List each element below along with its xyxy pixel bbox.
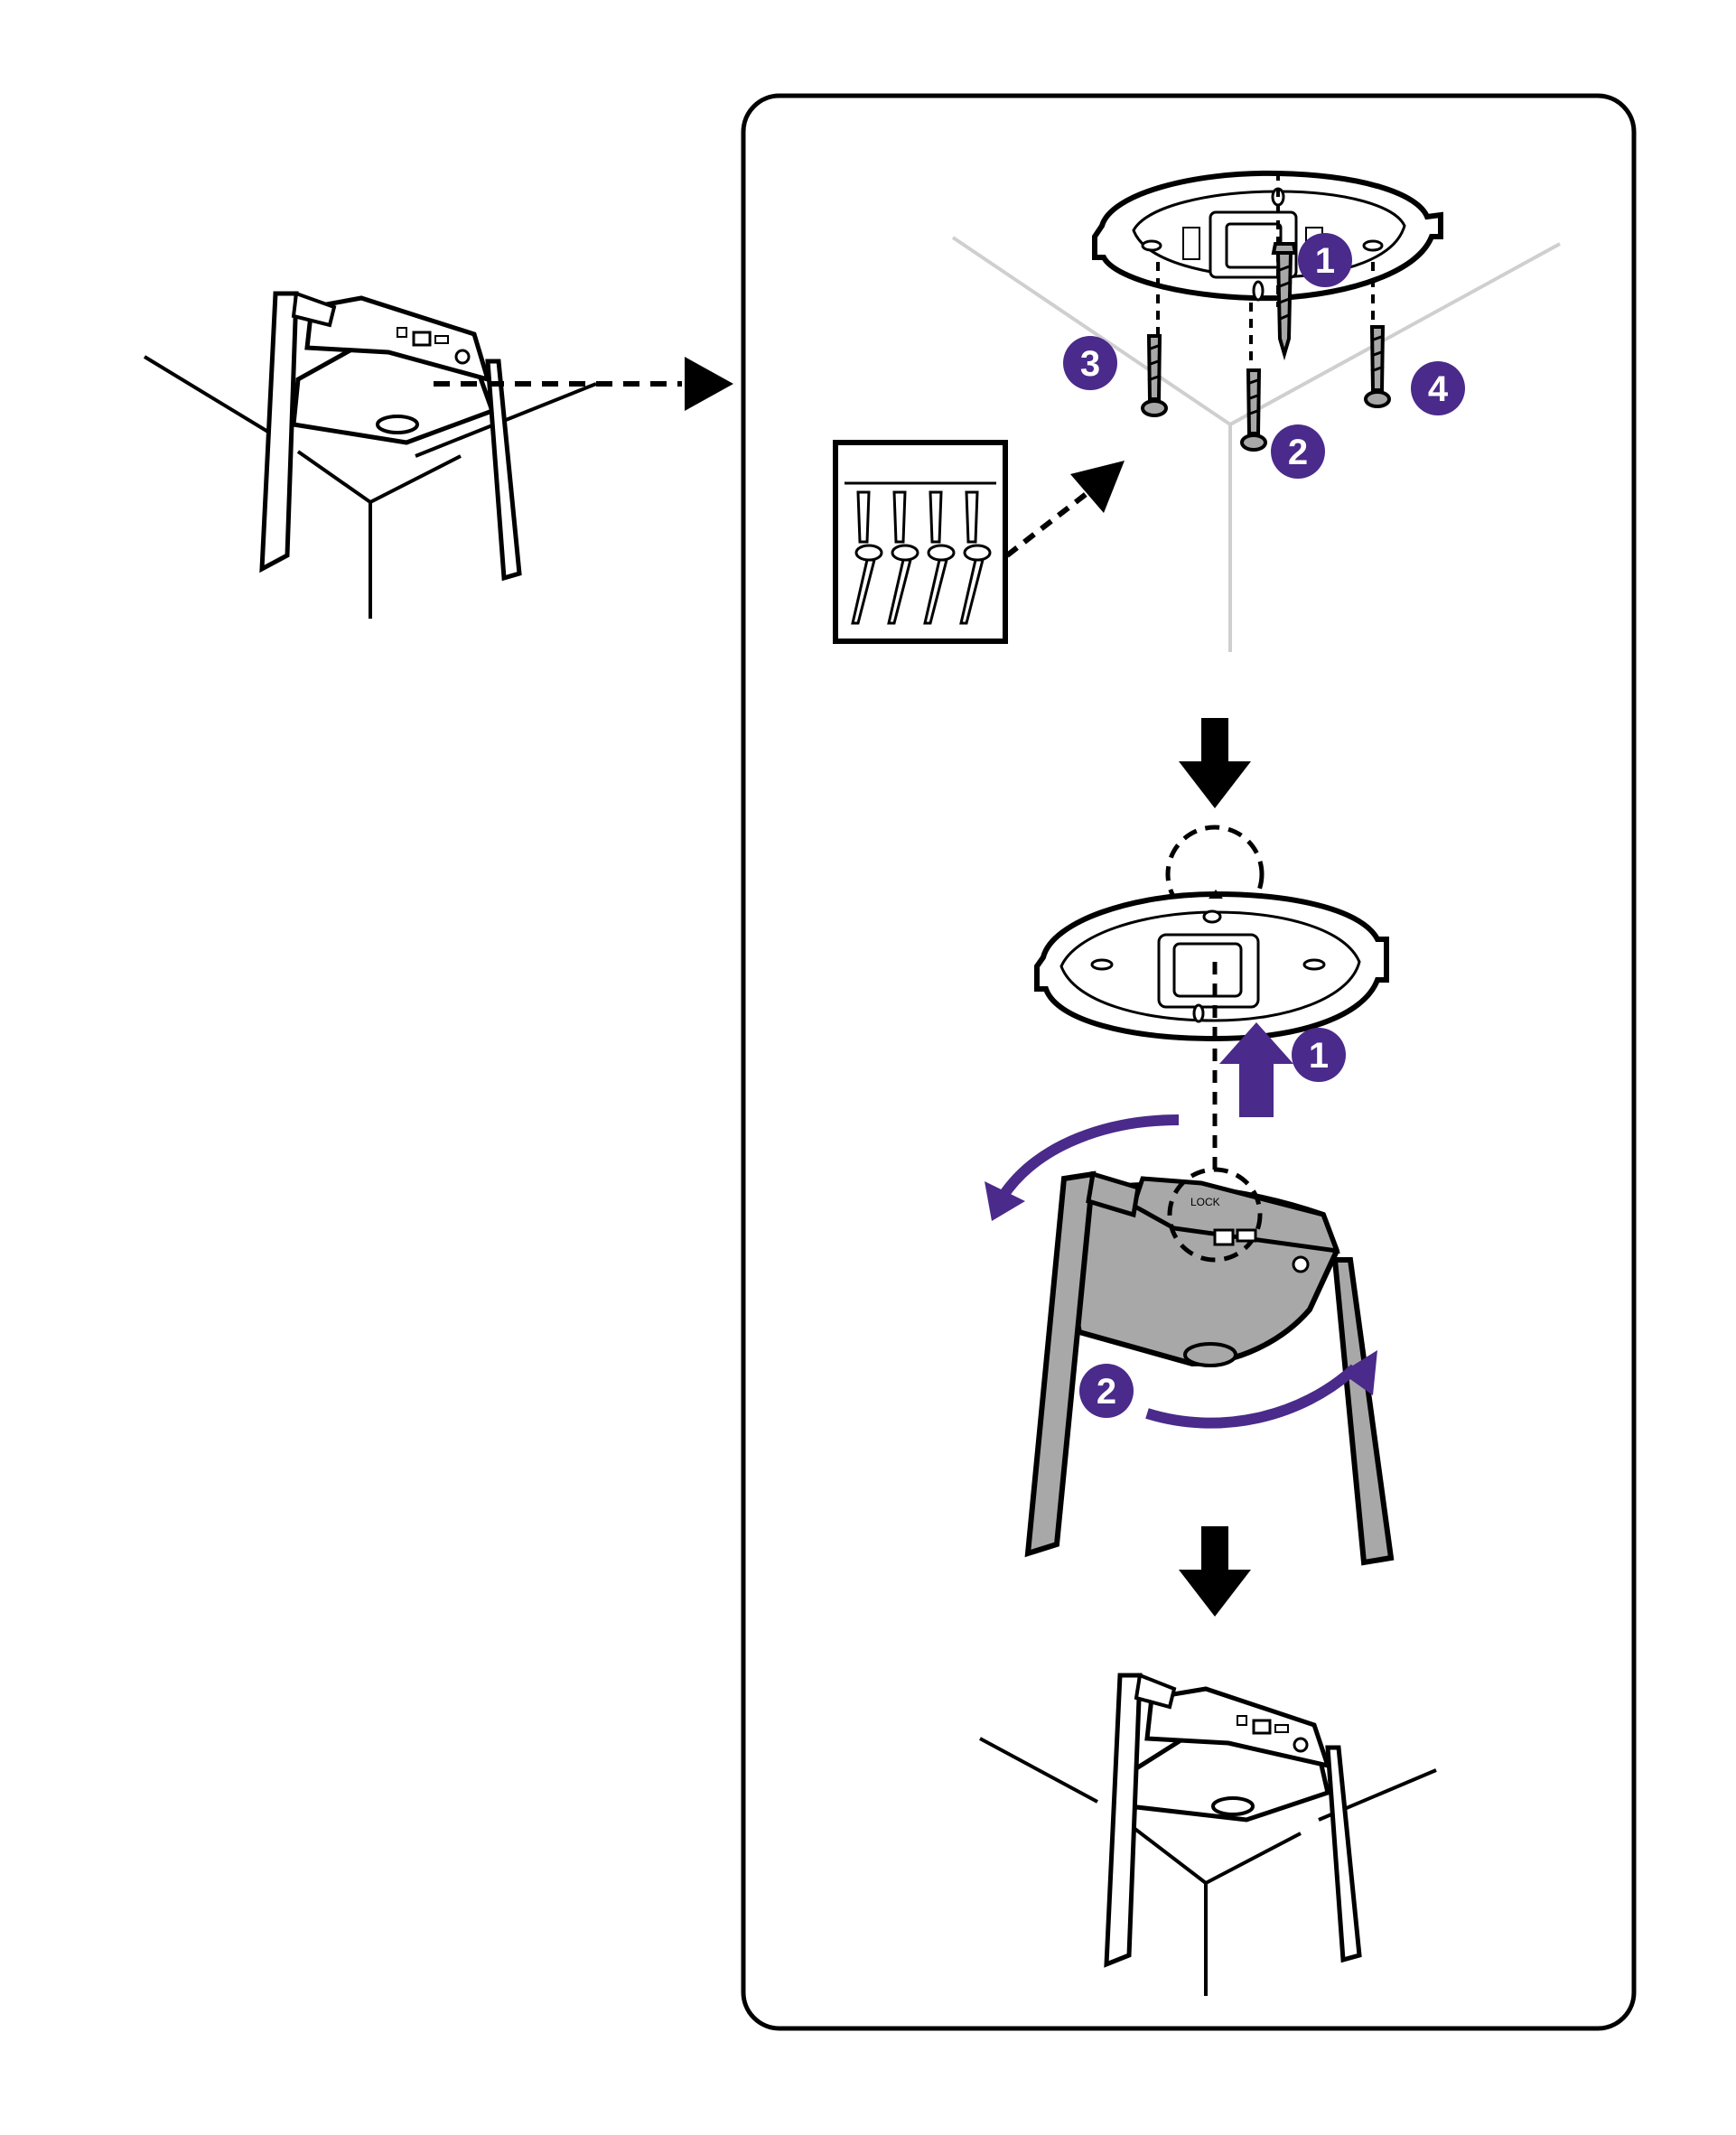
- rotate-arrow-icon: [1145, 1350, 1377, 1429]
- svg-text:1: 1: [1309, 1036, 1329, 1076]
- screw-package: [833, 440, 1008, 644]
- svg-text:2: 2: [1097, 1372, 1116, 1412]
- arrow-up-icon: [1219, 1022, 1293, 1117]
- badge-step-lift: 1: [1292, 1028, 1346, 1082]
- badge-screw-2: 2: [1271, 424, 1325, 479]
- ceiling-unit-final: [979, 1673, 1437, 1996]
- svg-text:1: 1: [1315, 241, 1335, 281]
- svg-text:3: 3: [1080, 344, 1100, 384]
- badge-screw-4: 4: [1411, 361, 1465, 415]
- rotate-arrow-icon: [985, 1114, 1180, 1221]
- badge-screw-3: 3: [1063, 336, 1117, 390]
- device-rotating: LOCK: [1024, 1167, 1395, 1566]
- arrow-right-icon: [434, 357, 733, 411]
- badge-step-rotate: 2: [1079, 1364, 1134, 1418]
- ceiling-corner-lines: [951, 236, 1561, 652]
- badge-screw-1: 1: [1298, 233, 1352, 287]
- screw-icon: [1141, 242, 1391, 452]
- arrow-down-icon: [1179, 1526, 1251, 1617]
- svg-text:2: 2: [1288, 433, 1308, 472]
- mounting-bracket-middle: [1034, 825, 1389, 1174]
- svg-text:LOCK: LOCK: [1190, 1196, 1220, 1208]
- svg-text:4: 4: [1428, 369, 1449, 409]
- arrow-package-to-screws: [1005, 461, 1125, 558]
- ceiling-unit-initial: [143, 291, 597, 619]
- arrow-down-icon: [1179, 718, 1251, 808]
